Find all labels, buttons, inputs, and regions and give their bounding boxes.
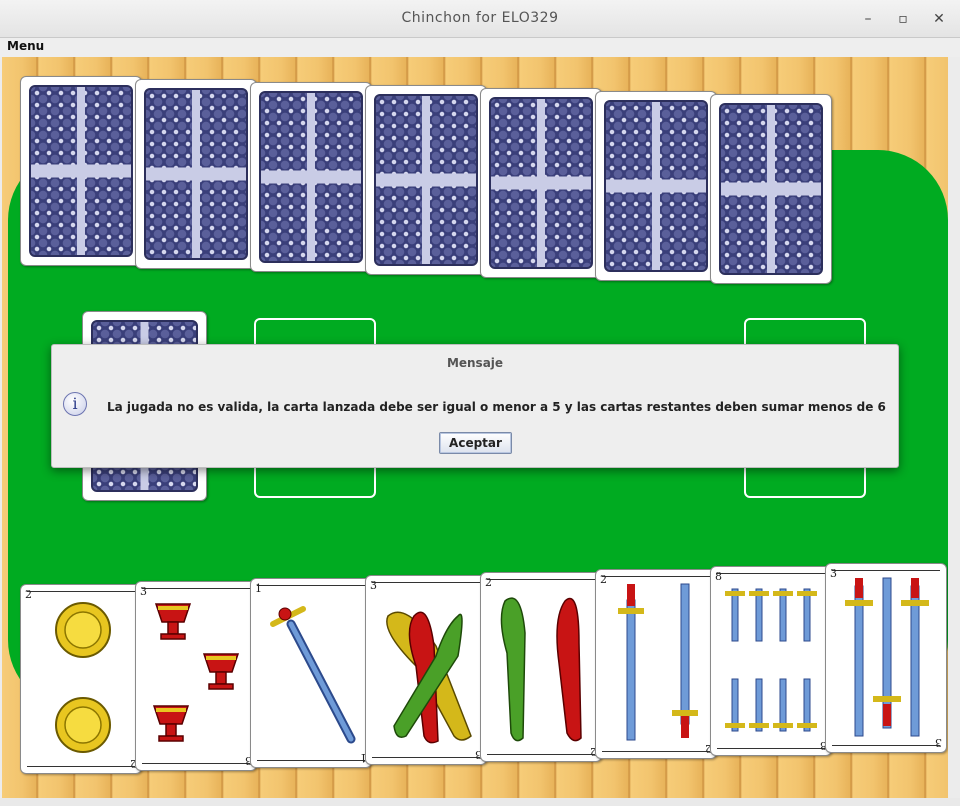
opponent-card (20, 76, 142, 266)
card-frame (717, 573, 825, 749)
window-titlebar[interactable]: Chinchon for ELO329 – ▫ ✕ (0, 0, 960, 38)
opponent-card (135, 79, 257, 269)
opponent-card (710, 94, 832, 284)
cup-suit-icon (152, 603, 240, 742)
sword-suit-icon (618, 583, 698, 741)
card-frame (257, 585, 365, 761)
close-icon[interactable]: ✕ (933, 11, 945, 27)
window-title: Chinchon for ELO329 (401, 10, 559, 26)
maximize-icon[interactable]: ▫ (898, 11, 908, 27)
hand-card-2-bastos[interactable]: 2 2 (480, 572, 602, 762)
card-rank: 8 (715, 570, 722, 583)
card-frame (602, 576, 710, 752)
opponent-card (250, 82, 372, 272)
card-rank: 3 (370, 579, 377, 592)
hand-card-8-espadas[interactable]: 8 8 (710, 566, 832, 756)
card-frame (832, 570, 940, 746)
club-suit-icon (500, 597, 582, 742)
sword-suit-icon (725, 588, 817, 732)
hand-card-2-espadas[interactable]: 2 2 (595, 569, 717, 759)
sword-suit-icon (270, 606, 356, 744)
sword-suit-icon (845, 577, 929, 737)
message-dialog: Mensaje i La jugada no es valida, la car… (51, 344, 899, 468)
info-icon: i (63, 392, 87, 416)
card-frame (27, 591, 135, 767)
card-frame (372, 582, 480, 758)
dialog-title: Mensaje (446, 356, 504, 370)
minimize-icon[interactable]: – (864, 11, 872, 27)
card-rank: 1 (255, 582, 262, 595)
card-rank: 2 (485, 576, 492, 589)
club-suit-icon (386, 611, 472, 744)
opponent-card (480, 88, 602, 278)
opponent-card (595, 91, 717, 281)
card-rank: 2 (25, 588, 32, 601)
bottom-strip (0, 798, 960, 806)
hand-card-1[interactable]: 1 1 (250, 578, 372, 768)
menubar: Menu (0, 38, 960, 57)
card-frame (142, 588, 250, 764)
opponent-card (365, 85, 487, 275)
hand-card-3-copas[interactable]: 3 3 (135, 581, 257, 771)
accept-button[interactable]: Aceptar (439, 432, 512, 454)
coin-suit-icon (55, 602, 111, 753)
hand-card-2-oros[interactable]: 2 2 (20, 584, 142, 774)
card-rank: 3 (140, 585, 147, 598)
card-rank: 2 (600, 573, 607, 586)
card-rank: 3 (830, 567, 837, 580)
menu-button[interactable]: Menu (7, 39, 45, 53)
card-frame (487, 579, 595, 755)
dialog-message: La jugada no es valida, la carta lanzada… (107, 400, 886, 414)
hand-card-3-espadas[interactable]: 3 3 (825, 563, 947, 753)
hand-card-3-bastos[interactable]: 3 3 (365, 575, 487, 765)
